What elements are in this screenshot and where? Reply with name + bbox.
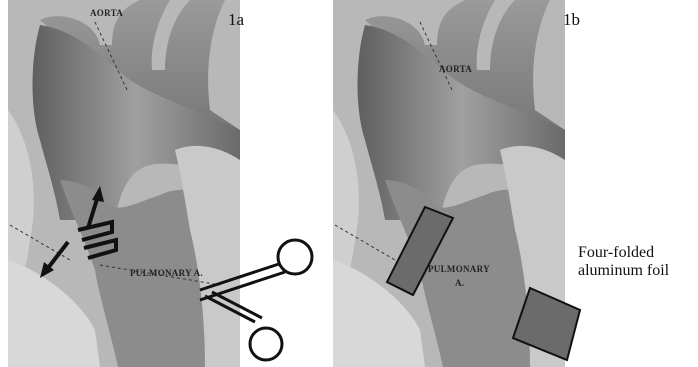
foil-annotation-line2: aluminum foil	[578, 262, 696, 280]
pulmonary-label-1b: PULMONARY	[428, 264, 490, 274]
panel-1b: AORTA PULMONARY A. 1b	[325, 0, 698, 367]
pulmonary-label-1b-line2: A.	[455, 278, 464, 288]
heart-illustration-1b: AORTA PULMONARY A.	[325, 0, 698, 367]
panel-label-1a: 1a	[228, 10, 244, 30]
aorta-label-1b: AORTA	[439, 64, 472, 74]
heart-illustration-1a: AORTA PULMONARY A.	[0, 0, 340, 367]
foil-annotation: Four-folded aluminum foil	[578, 244, 696, 280]
foil-annotation-line1: Four-folded	[578, 244, 696, 262]
pulmonary-label-1a: PULMONARY A.	[130, 268, 203, 278]
aorta-label-1a: AORTA	[90, 8, 123, 18]
panel-label-1b: 1b	[563, 10, 580, 30]
panel-1a: AORTA PULMONARY A. 1a	[0, 0, 340, 367]
